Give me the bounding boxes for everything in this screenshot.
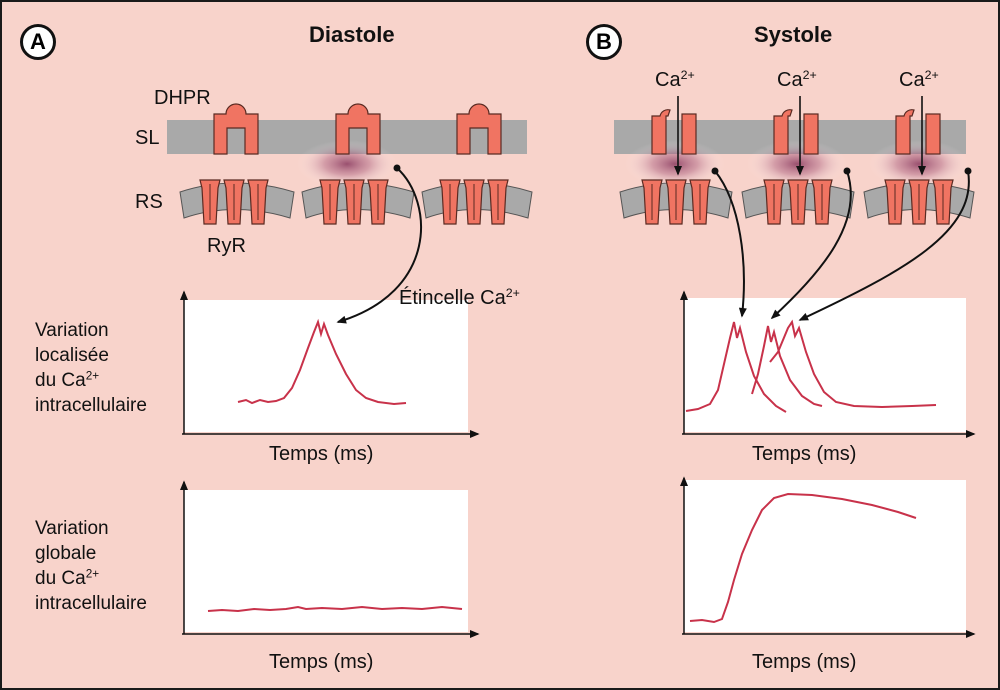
spark-arrow-a (336, 167, 422, 324)
dhpr-label: DHPR (154, 87, 211, 109)
spark-arrow-b2 (770, 170, 852, 320)
panel-b-membranes (614, 96, 975, 225)
global-calcium-trace (689, 492, 917, 624)
spark-arrows (336, 164, 972, 324)
panel-b-title: Systole (754, 22, 833, 47)
calcium-spark-trace (685, 321, 787, 413)
calcium-label: Ca2+ (899, 68, 939, 91)
dhpr-channels (213, 103, 502, 155)
dhpr-channels-open (651, 109, 941, 155)
ryr-channel (884, 179, 954, 225)
panel-b-letter: B (586, 24, 622, 60)
calcium-label: Ca2+ (655, 68, 695, 91)
calcium-release-glow (747, 140, 847, 188)
dhpr-channel (456, 103, 502, 155)
spark-label: Étincelle Ca2+ (399, 286, 520, 309)
plot-area (684, 298, 966, 432)
plot-local-a (180, 290, 480, 438)
rs-label: RS (135, 191, 163, 213)
plot-area (684, 480, 966, 632)
dhpr-channel (335, 103, 381, 155)
dhpr-channel (213, 103, 259, 155)
ryr-channels (199, 179, 509, 225)
plot-local-b (680, 290, 976, 438)
panel-a-title: Diastole (309, 22, 395, 47)
calcium-release-glow (869, 140, 969, 188)
ryr-channels (641, 179, 954, 225)
calcium-spark-trace (751, 325, 823, 407)
calcium-label: Ca2+ (777, 68, 817, 91)
ryr-label: RyR (207, 235, 246, 257)
plot-global-b (680, 476, 976, 638)
calcium-spark-trace (237, 318, 407, 406)
ryr-channel (199, 179, 269, 225)
ryr-channel (641, 179, 711, 225)
plot-local-a-xlabel: Temps (ms) (269, 443, 374, 465)
dhpr-channel-open (651, 109, 697, 155)
panel-a-membranes (167, 103, 533, 225)
ryr-channel (439, 179, 509, 225)
plot-local-a-ylabel: Variation localisée du Ca2+ intracellula… (35, 320, 147, 416)
global-calcium-trace (207, 605, 463, 613)
plot-global-a-ylabel: Variation globale du Ca2+ intracellulair… (35, 518, 147, 614)
spark-arrow-b1 (714, 170, 747, 318)
plot-area (184, 300, 468, 432)
calcium-spark-trace (769, 319, 937, 409)
plot-local-b-xlabel: Temps (ms) (752, 443, 857, 465)
calcium-entry-arrows (674, 96, 926, 176)
dhpr-channel-open (773, 109, 819, 155)
ryr-channel (763, 179, 833, 225)
panel-a-letter: A (20, 24, 56, 60)
sl-label: SL (135, 127, 160, 149)
calcium-release-glow (625, 140, 725, 188)
plot-global-b-xlabel: Temps (ms) (752, 651, 857, 673)
ryr-channel (319, 179, 389, 225)
dhpr-channel-open (895, 109, 941, 155)
plot-global-a (180, 480, 480, 638)
spark-arrow-b3 (798, 170, 970, 321)
plot-global-a-xlabel: Temps (ms) (269, 651, 374, 673)
